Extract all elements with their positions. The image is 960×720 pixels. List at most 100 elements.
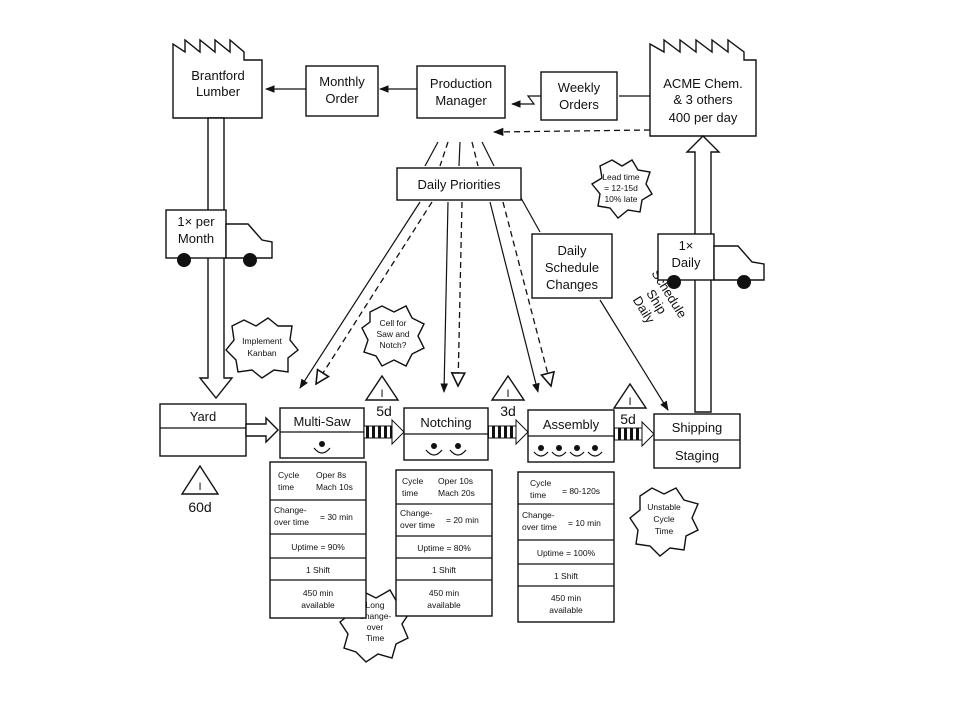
- weekly-orders-line2: Orders: [559, 97, 599, 112]
- acme-line3: 400 per day: [669, 110, 738, 125]
- as-avail-1: 450 min: [551, 593, 582, 603]
- long-changeover-line4: Time: [366, 633, 385, 643]
- lead-time-line1: Lead time: [602, 172, 640, 182]
- nt-avail-1: 450 min: [429, 588, 460, 598]
- process-assembly-label: Assembly: [543, 417, 600, 432]
- process-shipping-line1: Shipping: [672, 420, 723, 435]
- process-multisaw-label: Multi-Saw: [293, 414, 351, 429]
- process-shipping: Shipping Staging: [653, 413, 741, 469]
- inbound-truck: 1× per Month: [165, 209, 273, 267]
- cell-line3: Notch?: [380, 340, 407, 350]
- inventory-after-multisaw: I 5d: [364, 374, 400, 419]
- databox-notching: Cycle time Oper 10s Mach 20s Change- ove…: [395, 469, 493, 617]
- outbound-truck-line2: Daily: [672, 255, 701, 270]
- outbound-truck-line1: 1×: [679, 238, 694, 253]
- schedule-to-multisaw-solid: [299, 201, 421, 389]
- lead-time-line2: = 12-15d: [604, 183, 638, 193]
- schedule-changes-line3: Changes: [546, 277, 599, 292]
- weekly-orders-line1: Weekly: [558, 80, 601, 95]
- unstable-cycle-burst: Unstable Cycle Time: [629, 487, 699, 557]
- long-changeover-line2: Change-: [359, 611, 392, 621]
- acme-line1: ACME Chem.: [663, 76, 742, 91]
- ms-uptime: Uptime = 90%: [291, 542, 345, 552]
- acme-feedback-dashed-arrow: [492, 127, 651, 137]
- nt-cycle-v2: Mach 20s: [438, 488, 475, 498]
- schedule-changes-line1: Daily: [558, 243, 587, 258]
- unstable-line2: Cycle: [653, 514, 675, 524]
- fan-line-4: [471, 141, 479, 167]
- inbound-truck-line1: 1× per: [177, 214, 215, 229]
- push-arrowhead-notching: [391, 418, 405, 446]
- monthly-order-box: Monthly Order: [305, 65, 379, 117]
- ms-cycle-v2: Mach 10s: [316, 482, 353, 492]
- ms-cycle-2: time: [278, 482, 294, 492]
- inventory-yard-days: 60d: [188, 499, 211, 515]
- inventory-multisaw-days: 5d: [376, 403, 392, 419]
- as-cycle-2: time: [530, 490, 546, 500]
- nt-uptime: Uptime = 80%: [417, 543, 471, 553]
- nt-avail-2: available: [427, 600, 461, 610]
- cell-line1: Cell for: [380, 318, 407, 328]
- weekly-orders-box: Weekly Orders: [540, 71, 618, 121]
- as-avail-2: available: [549, 605, 583, 615]
- fan-line-3: [458, 141, 461, 167]
- process-notching-label: Notching: [420, 415, 471, 430]
- nt-shift: 1 Shift: [432, 565, 457, 575]
- cell-line2: Saw and: [376, 329, 409, 339]
- monthly-order-line2: Order: [325, 91, 359, 106]
- schedule-to-multisaw-dashed: [316, 201, 433, 384]
- lead-time-line3: 10% late: [604, 194, 637, 204]
- inventory-assembly-days: 5d: [620, 411, 636, 427]
- daily-ship-schedule-arrow: [599, 299, 669, 411]
- long-changeover-line3: over: [367, 622, 384, 632]
- daily-schedule-changes-box: Daily Schedule Changes: [531, 233, 613, 299]
- inventory-assembly-symbol: I: [628, 396, 631, 408]
- inventory-after-assembly: I 5d: [612, 382, 648, 427]
- as-uptime: Uptime = 100%: [537, 548, 596, 558]
- outbound-truck: 1× Daily: [657, 233, 765, 289]
- process-shipping-line2: Staging: [675, 448, 719, 463]
- ms-avail-2: available: [301, 600, 335, 610]
- operator-icons: [533, 445, 603, 457]
- yard-to-multisaw-push-arrow: [245, 416, 279, 444]
- operator-icon: [313, 441, 331, 454]
- inventory-after-notching: I 3d: [490, 374, 526, 419]
- daily-priorities-label: Daily Priorities: [417, 177, 501, 192]
- nt-cycle-2: time: [402, 488, 418, 498]
- implement-kanban-burst: Implement Kanban: [225, 317, 299, 379]
- nt-cycle-1: Cycle: [402, 476, 424, 486]
- production-manager-line1: Production: [430, 76, 492, 91]
- cell-for-saw-burst: Cell for Saw and Notch?: [361, 305, 425, 367]
- operator-icons: [425, 443, 467, 456]
- fan-line-5: [481, 141, 495, 167]
- inventory-multisaw-symbol: I: [380, 388, 383, 400]
- fan-line-1: [424, 141, 439, 167]
- process-multisaw: Multi-Saw: [279, 407, 365, 459]
- production-manager-line2: Manager: [435, 93, 487, 108]
- nt-co-1: Change-: [400, 508, 433, 518]
- schedule-to-notching-solid: [440, 201, 449, 393]
- acme-chem-factory: ACME Chem. & 3 others 400 per day: [649, 38, 757, 137]
- process-assembly: Assembly: [527, 409, 615, 463]
- inventory-notching-days: 3d: [500, 403, 516, 419]
- brantford-lumber-factory: Brantford Lumber: [172, 38, 263, 119]
- process-notching: Notching: [403, 407, 489, 461]
- fan-line-2: [439, 141, 449, 167]
- brantford-line2: Lumber: [196, 84, 241, 99]
- push-arrow-multisaw-notching: [363, 425, 393, 439]
- schedule-changes-line: [520, 197, 541, 233]
- schedule-to-assembly-solid: [489, 201, 540, 393]
- kanban-line2: Kanban: [247, 348, 277, 358]
- ms-cycle-v1: Oper 8s: [316, 470, 346, 480]
- databox-assembly: Cycle time = 80-120s Change- over time =…: [517, 471, 615, 623]
- inbound-truck-line2: Month: [178, 231, 214, 246]
- unstable-line3: Time: [655, 526, 674, 536]
- databox-multisaw: Cycle time Oper 8s Mach 10s Change- over…: [269, 461, 367, 619]
- process-yard: Yard: [159, 403, 247, 457]
- ms-co-1: Change-: [274, 505, 307, 515]
- as-co-1: Change-: [522, 510, 555, 520]
- process-yard-label: Yard: [190, 409, 217, 424]
- unstable-line1: Unstable: [647, 502, 681, 512]
